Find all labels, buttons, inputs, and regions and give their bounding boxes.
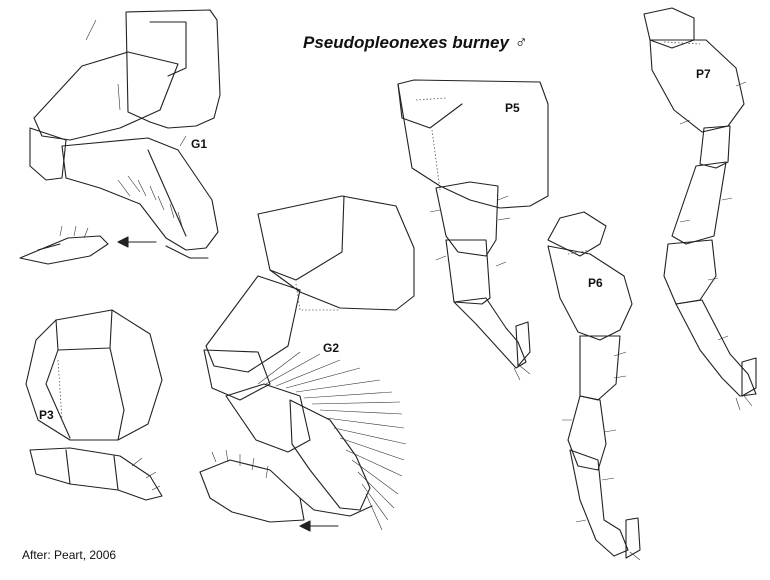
p7-appendage xyxy=(643,7,757,411)
label-g2: G2 xyxy=(323,341,340,355)
label-p7: P7 xyxy=(696,67,711,81)
species-title: Pseudopleonexes burney ♂ xyxy=(303,33,527,52)
source-credit: After: Peart, 2006 xyxy=(22,548,117,562)
label-p6: P6 xyxy=(588,276,603,290)
p5-appendage xyxy=(397,79,549,381)
g1-appendage xyxy=(19,9,221,265)
label-g1: G1 xyxy=(191,137,208,151)
p6-appendage xyxy=(547,211,641,561)
p3-appendage xyxy=(25,309,163,501)
g2-appendage xyxy=(199,195,415,532)
label-p3: P3 xyxy=(39,408,54,422)
label-p5: P5 xyxy=(505,101,520,115)
